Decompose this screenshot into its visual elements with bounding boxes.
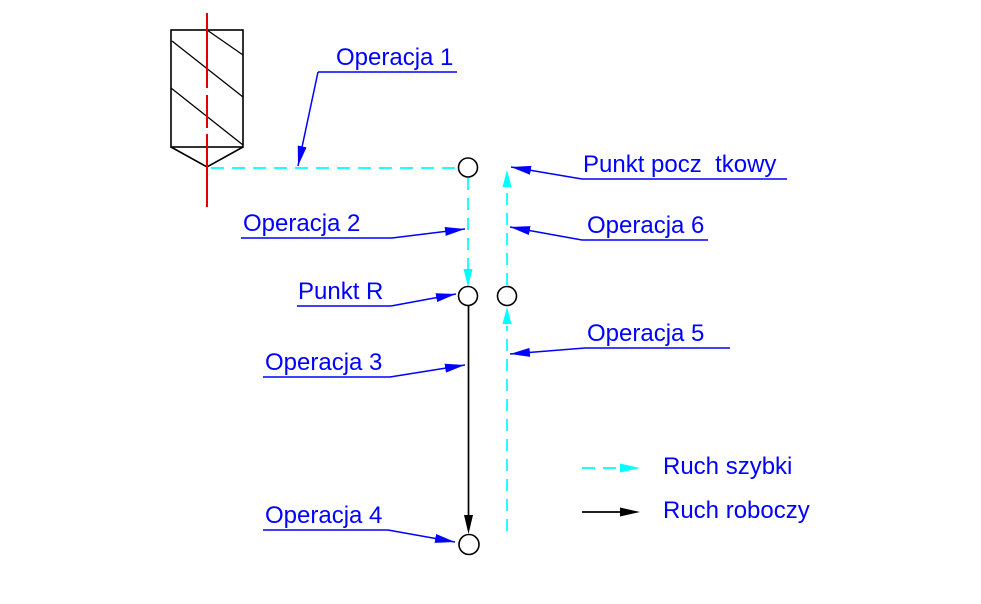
leader-arrow	[510, 165, 583, 180]
legend-swatches	[582, 463, 640, 517]
leader-arrow	[389, 363, 466, 378]
label-operacja-5: Operacja 5	[587, 320, 705, 347]
retract-point-circle-icon	[496, 285, 518, 307]
label-punkt-poczatkowy: Punkt pocz tkowy	[583, 151, 777, 178]
rapid-move-paths	[211, 167, 512, 531]
legend-label-working: Ruch roboczy	[663, 497, 810, 524]
legend-working-arrow-icon	[620, 507, 640, 517]
label-punkt-r: Punkt R	[298, 278, 384, 305]
leader-arrow	[509, 347, 586, 357]
working-arrow-down-icon	[464, 515, 473, 534]
leader-arrow	[391, 226, 466, 239]
leader-arrow	[509, 226, 583, 241]
label-operacja-3: Operacja 3	[265, 349, 383, 376]
bottom-point-circle-icon	[458, 533, 480, 556]
leader-arrow	[390, 293, 457, 307]
drill-hatch-line	[206, 29, 244, 56]
label-operacja-2: Operacja 2	[243, 210, 361, 237]
rapid-arrow-down-icon	[463, 269, 473, 287]
legend-label-rapid: Ruch szybki	[663, 453, 793, 480]
leader-arrow	[297, 71, 319, 167]
label-leaders	[241, 71, 787, 543]
rapid-arrow-up-icon	[502, 170, 512, 187]
working-move-path	[464, 306, 473, 534]
label-operacja-1: Operacja 1	[336, 44, 454, 71]
leader-arrow	[387, 529, 456, 543]
drill-tool-icon	[170, 13, 244, 207]
legend-rapid-arrow-icon	[620, 463, 640, 473]
rapid-arrow-up-icon	[502, 307, 512, 324]
point-r-circle-icon	[457, 285, 479, 307]
path-nodes	[457, 157, 518, 556]
label-operacja-4: Operacja 4	[265, 502, 383, 529]
label-operacja-6: Operacja 6	[587, 212, 705, 239]
start-point-circle-icon	[457, 157, 479, 178]
